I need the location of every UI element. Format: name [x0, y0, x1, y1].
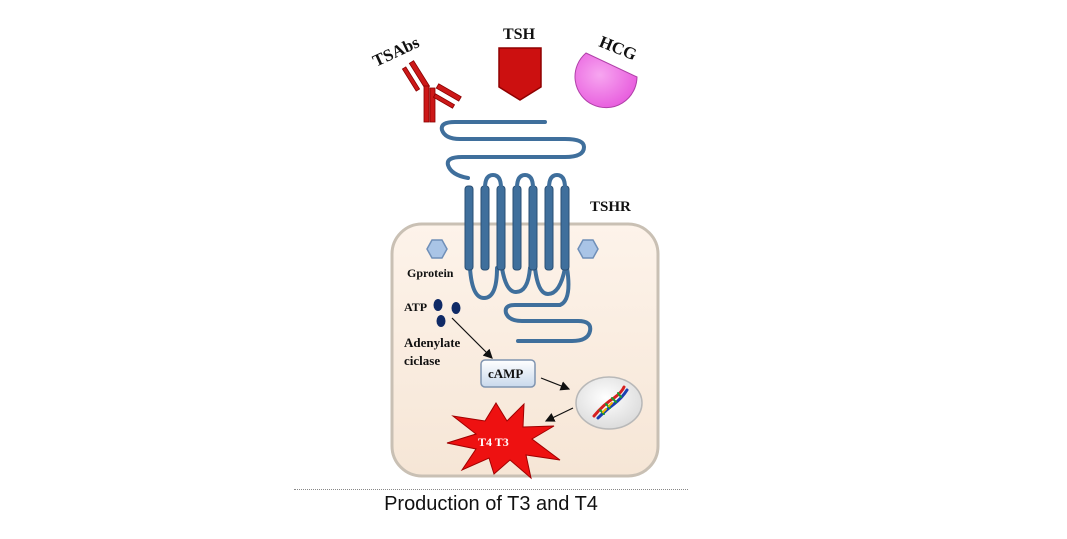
hormone-starburst-icon [446, 402, 561, 480]
atp-dot-3 [436, 315, 446, 327]
helix-6 [544, 185, 554, 271]
arrow-camp-to-dna [540, 377, 571, 391]
antibody-icon [401, 60, 462, 123]
hcg-semicircle-icon [574, 52, 638, 109]
atp-dot-2 [451, 302, 461, 314]
figure-caption: Production of T3 and T4 [294, 489, 688, 516]
helix-1 [464, 185, 474, 271]
receptor-tail [503, 266, 593, 343]
tshr-label: TSHR [590, 199, 631, 215]
receptor-upper-loops [483, 172, 567, 189]
arrow-atp-to-camp [451, 317, 493, 359]
atp-label: ATP [404, 300, 427, 314]
hormones-label: T4 T3 [478, 435, 509, 449]
g-protein-right-icon [577, 239, 599, 259]
receptor-intracellular-loops [468, 266, 567, 301]
gprotein-label: Gprotein [407, 266, 454, 280]
adenylate-label-line1: Adenylate [404, 335, 461, 350]
atp-molecules [433, 299, 461, 327]
adenylate-label-line2: ciclase [404, 353, 440, 368]
helix-4 [512, 185, 522, 271]
camp-box [480, 359, 536, 388]
g-protein-left-icon [426, 239, 448, 259]
dna-helix-icon [592, 385, 629, 420]
hcg-label: HCG [597, 32, 640, 64]
helix-7 [560, 185, 570, 271]
helix-5 [528, 185, 538, 271]
tsh-pentagon-icon [498, 47, 542, 101]
tsh-label: TSH [503, 26, 536, 43]
camp-label: cAMP [488, 366, 523, 381]
helix-3 [496, 185, 506, 271]
transmembrane-helices [464, 185, 570, 271]
helix-2 [480, 185, 490, 271]
arrow-dna-to-hormones [544, 407, 574, 422]
atp-dot-1 [433, 299, 443, 311]
receptor-extracellular-loop [439, 120, 587, 180]
